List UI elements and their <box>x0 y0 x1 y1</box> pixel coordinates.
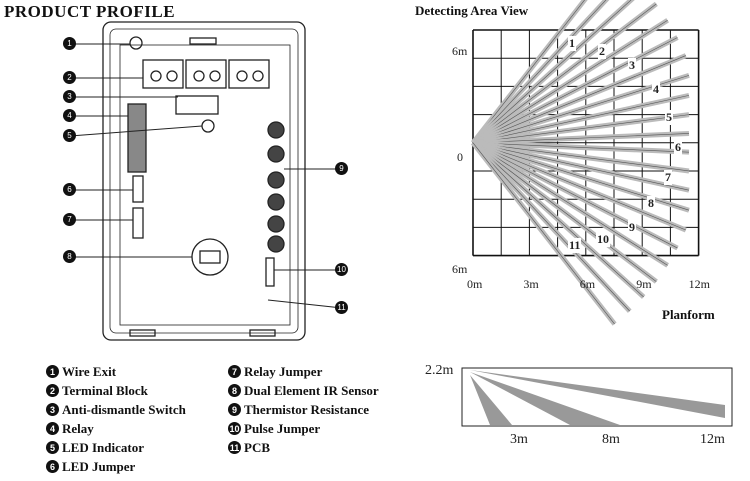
callout-7: 7 <box>63 213 76 226</box>
planform-caption: Planform <box>662 307 715 322</box>
zone-label: 4 <box>652 82 660 97</box>
distance-label: 8m <box>602 432 620 447</box>
x-label: 6m <box>579 277 596 291</box>
legend-label: Thermistor Resistance <box>244 401 370 417</box>
device-drawing <box>102 21 306 341</box>
legend-label: Pulse Jumper <box>244 420 321 436</box>
zone-label: 1 <box>568 36 576 51</box>
callout-9: 9 <box>335 162 348 175</box>
zone-label: 6 <box>674 140 682 155</box>
legend-number: 3 <box>46 403 59 416</box>
callout-1: 1 <box>63 37 76 50</box>
zone-label: 11 <box>568 238 582 253</box>
x-label: 3m <box>523 277 539 291</box>
legend-label: Wire Exit <box>62 363 117 379</box>
x-label: 0m <box>467 277 483 291</box>
terminal-block <box>142 59 270 89</box>
callout-8: 8 <box>63 250 76 263</box>
zone-label: 7 <box>664 170 672 185</box>
legend-label: Terminal Block <box>62 382 148 398</box>
legend-label: Relay Jumper <box>244 363 323 379</box>
zone-label: 9 <box>628 220 636 235</box>
legend-number: 1 <box>46 365 59 378</box>
side-beam <box>470 372 620 425</box>
thermistors <box>267 121 285 253</box>
legend-label: Anti-dismantle Switch <box>62 401 186 417</box>
side-beam <box>470 375 512 425</box>
y-label-top: 6m <box>452 44 468 58</box>
callout-5: 5 <box>63 129 76 142</box>
legend-number: 5 <box>46 441 59 454</box>
legend-label: LED Indicator <box>62 439 144 455</box>
zone-label: 5 <box>665 110 673 125</box>
callout-4: 4 <box>63 109 76 122</box>
legend-label: Dual Element IR Sensor <box>244 382 379 398</box>
height-label: 2.2m <box>425 363 454 378</box>
x-label: 12m <box>688 277 710 291</box>
legend-number: 8 <box>228 384 241 397</box>
side-view-frame <box>461 367 733 427</box>
y-label-zero: 0 <box>457 150 463 164</box>
led-jumper <box>132 175 144 203</box>
callout-6: 6 <box>63 183 76 196</box>
callout-line <box>69 125 203 137</box>
distance-label: 12m <box>700 432 725 447</box>
area-view-title: Detecting Area View <box>415 3 529 18</box>
legend-number: 6 <box>46 460 59 473</box>
callout-line <box>267 299 343 309</box>
ir-sensor <box>191 238 229 276</box>
callout-10: 10 <box>335 263 348 276</box>
wire-exit <box>129 36 143 50</box>
callout-2: 2 <box>63 71 76 84</box>
legend-number: 9 <box>228 403 241 416</box>
led-indicator <box>201 119 215 133</box>
distance-label: 3m <box>510 432 528 447</box>
legend-number: 4 <box>46 422 59 435</box>
legend-number: 11 <box>228 441 241 454</box>
zone-label: 2 <box>598 44 606 59</box>
y-label-bottom: 6m <box>452 262 468 276</box>
relay-jumper <box>132 207 144 239</box>
page-title: PRODUCT PROFILE <box>4 2 176 21</box>
zone-label: 3 <box>628 58 636 73</box>
zone-label: 8 <box>647 196 655 211</box>
pulse-jumper <box>265 257 275 287</box>
legend-number: 7 <box>228 365 241 378</box>
anti-dismantle-switch <box>175 95 219 115</box>
relay <box>127 103 147 173</box>
legend-label: Relay <box>62 420 94 436</box>
callout-11: 11 <box>335 301 348 314</box>
legend-number: 10 <box>228 422 241 435</box>
zone-label: 10 <box>596 232 610 247</box>
legend-label: LED Jumper <box>62 458 136 474</box>
x-label: 9m <box>636 277 652 291</box>
callout-3: 3 <box>63 90 76 103</box>
legend-label: PCB <box>244 439 270 455</box>
legend-number: 2 <box>46 384 59 397</box>
side-beam <box>470 370 725 418</box>
